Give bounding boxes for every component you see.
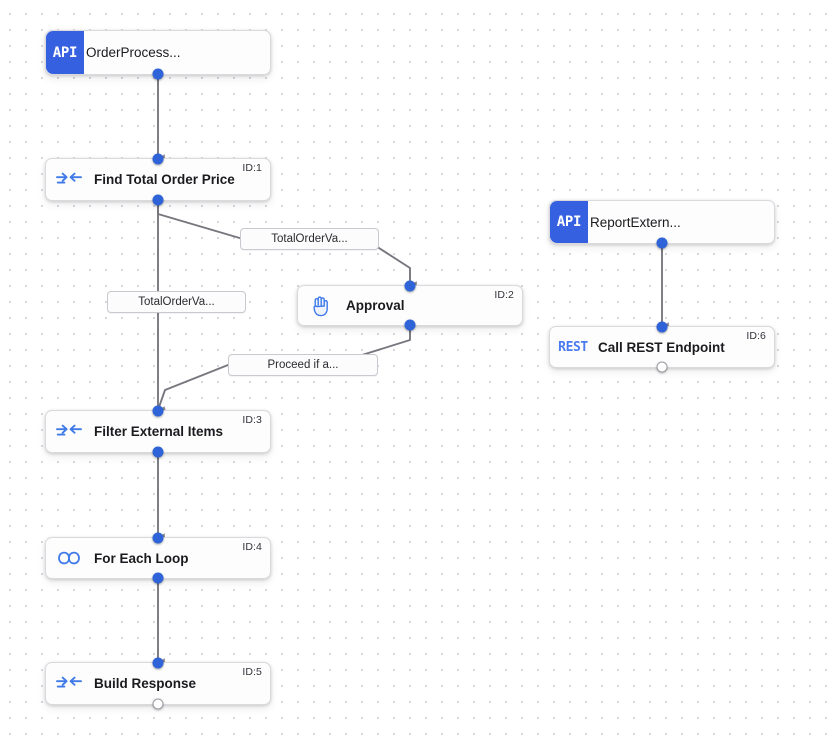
node-body: API ReportExtern... xyxy=(550,201,774,243)
handle-top[interactable] xyxy=(656,321,668,333)
node-order-process[interactable]: API OrderProcess... xyxy=(45,30,271,80)
rest-badge-icon: REST xyxy=(550,340,596,355)
node-for-each-loop[interactable]: For Each Loop ID:4 xyxy=(45,532,271,584)
node-filter-external-items[interactable]: Filter External Items ID:3 xyxy=(45,405,271,458)
node-build-response[interactable]: Build Response ID:5 xyxy=(45,657,271,710)
edge-label[interactable]: Proceed if a... xyxy=(228,354,378,376)
node-call-rest-endpoint[interactable]: REST Call REST Endpoint ID:6 xyxy=(549,321,775,373)
merge-arrows-icon xyxy=(46,676,92,692)
node-body: API OrderProcess... xyxy=(46,31,270,74)
node-find-total-order-price[interactable]: Find Total Order Price ID:1 xyxy=(45,153,271,206)
handle-top[interactable] xyxy=(152,153,164,165)
handle-bottom[interactable] xyxy=(404,319,416,331)
infinity-icon xyxy=(46,550,92,566)
node-label: ReportExtern... xyxy=(590,214,681,230)
handle-top[interactable] xyxy=(404,280,416,292)
edge-label[interactable]: TotalOrderVa... xyxy=(240,228,379,250)
edge-label[interactable]: TotalOrderVa... xyxy=(107,291,246,313)
merge-arrows-icon xyxy=(46,424,92,440)
node-label: OrderProcess... xyxy=(86,45,181,60)
merge-arrows-icon xyxy=(46,172,92,188)
node-label: For Each Loop xyxy=(94,550,189,566)
api-badge-text: API xyxy=(52,44,78,61)
node-body: For Each Loop xyxy=(46,538,270,578)
rest-badge-text: REST xyxy=(558,339,588,355)
node-id-badge: ID:2 xyxy=(494,289,514,301)
node-id-badge: ID:1 xyxy=(242,162,262,174)
node-approval[interactable]: Approval ID:2 xyxy=(297,280,523,331)
node-label: Call REST Endpoint xyxy=(598,339,725,355)
handle-top[interactable] xyxy=(152,532,164,544)
node-body: REST Call REST Endpoint xyxy=(550,327,774,367)
handle-bottom[interactable] xyxy=(656,361,668,373)
handle-bottom[interactable] xyxy=(152,68,164,80)
api-badge-text: API xyxy=(556,214,582,230)
node-id-badge: ID:5 xyxy=(242,666,262,678)
node-body: Find Total Order Price xyxy=(46,159,270,200)
node-body: Build Response xyxy=(46,663,270,704)
node-label: Find Total Order Price xyxy=(94,172,235,187)
handle-top[interactable] xyxy=(152,405,164,417)
node-body: Filter External Items xyxy=(46,411,270,452)
node-id-badge: ID:3 xyxy=(242,414,262,426)
handle-bottom[interactable] xyxy=(656,237,668,249)
node-label: Filter External Items xyxy=(94,424,224,439)
handle-top[interactable] xyxy=(152,657,164,669)
handle-bottom[interactable] xyxy=(152,698,164,710)
handle-bottom[interactable] xyxy=(152,572,164,584)
node-id-badge: ID:4 xyxy=(242,541,262,553)
node-label: Approval xyxy=(346,298,405,313)
handle-bottom[interactable] xyxy=(152,446,164,458)
node-id-badge: ID:6 xyxy=(746,330,766,342)
node-body: Approval xyxy=(298,286,522,325)
node-report-external[interactable]: API ReportExtern... xyxy=(549,200,775,249)
api-badge-icon: API xyxy=(46,31,84,74)
handle-bottom[interactable] xyxy=(152,194,164,206)
node-label: Build Response xyxy=(94,676,197,691)
api-badge-icon: API xyxy=(550,201,588,243)
hand-icon xyxy=(298,295,344,317)
